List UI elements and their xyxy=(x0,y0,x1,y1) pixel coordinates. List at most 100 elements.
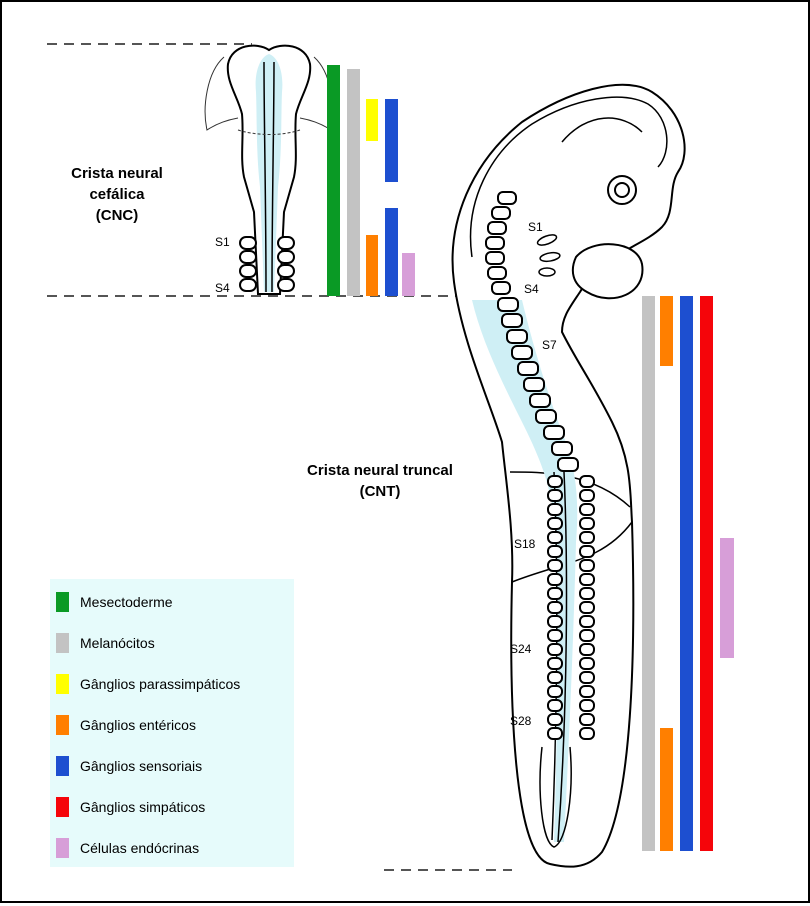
lens xyxy=(615,183,629,197)
somite xyxy=(488,267,506,279)
somite xyxy=(548,490,562,501)
somite xyxy=(580,546,594,557)
somite xyxy=(580,532,594,543)
somite xyxy=(240,237,256,249)
somite xyxy=(240,279,256,291)
somite xyxy=(548,602,562,613)
somite xyxy=(548,630,562,641)
somite xyxy=(580,658,594,669)
somite-label-s18: S18 xyxy=(514,537,536,551)
legend-label: Gânglios parassimpáticos xyxy=(80,676,240,692)
legend-swatch xyxy=(56,633,69,653)
bar-sensory-cephalic-upper xyxy=(385,99,398,182)
bar-melanocytes-cephalic xyxy=(347,69,360,296)
somite xyxy=(507,330,527,343)
bar-enteric-trunk-lower xyxy=(660,728,673,851)
somite xyxy=(558,458,578,471)
cnc-label-line3: (CNC) xyxy=(96,207,139,224)
somite xyxy=(278,237,294,249)
somite xyxy=(580,672,594,683)
somite xyxy=(548,588,562,599)
somite xyxy=(580,504,594,515)
somite xyxy=(548,560,562,571)
somite xyxy=(536,410,556,423)
legend-label: Gânglios sensoriais xyxy=(80,758,202,774)
somite xyxy=(518,362,538,375)
legend-swatch xyxy=(56,797,69,817)
cnt-label-line2: (CNT) xyxy=(360,483,401,500)
somite xyxy=(530,394,550,407)
somite xyxy=(492,282,510,294)
bar-enteric-cephalic xyxy=(366,235,378,296)
somite xyxy=(278,251,294,263)
arch xyxy=(539,268,555,276)
legend-label: Mesectoderme xyxy=(80,594,173,610)
somite xyxy=(580,588,594,599)
legend-swatch xyxy=(56,592,69,612)
somite xyxy=(240,265,256,277)
somite xyxy=(548,672,562,683)
legend-swatch xyxy=(56,756,69,776)
bar-enteric-trunk-upper xyxy=(660,296,673,366)
somite xyxy=(548,574,562,585)
bar-sympathetic-trunk xyxy=(700,296,713,851)
somite-label-s24: S24 xyxy=(510,642,532,656)
bar-mesectoderm xyxy=(327,65,340,296)
legend-label: Células endócrinas xyxy=(80,840,199,856)
heart-bulge xyxy=(573,244,643,298)
somite-label-s28: S28 xyxy=(510,714,532,728)
somite xyxy=(548,686,562,697)
somite xyxy=(524,378,544,391)
somite xyxy=(486,252,504,264)
somite xyxy=(548,728,562,739)
somite xyxy=(278,265,294,277)
somite xyxy=(580,560,594,571)
somite xyxy=(580,574,594,585)
somite-label-s7: S7 xyxy=(542,338,557,352)
bar-endocrine-cephalic xyxy=(402,253,415,296)
cephalic-dorsal-view: S1 S4 xyxy=(205,46,333,295)
somite xyxy=(548,658,562,669)
somite xyxy=(548,644,562,655)
somite xyxy=(580,700,594,711)
cephalic-fate-bars xyxy=(327,65,415,296)
bar-sensory-trunk xyxy=(680,296,693,851)
somite xyxy=(548,518,562,529)
somite xyxy=(548,700,562,711)
legend-swatch xyxy=(56,715,69,735)
somite xyxy=(580,518,594,529)
somite xyxy=(498,192,516,204)
somite xyxy=(580,616,594,627)
somite xyxy=(544,426,564,439)
legend-label: Gânglios simpáticos xyxy=(80,799,205,815)
somite xyxy=(580,476,594,487)
somite xyxy=(580,728,594,739)
cnc-label-line1: Crista neural xyxy=(71,165,163,182)
somite xyxy=(548,504,562,515)
somite xyxy=(548,476,562,487)
cnc-label-line2: cefálica xyxy=(89,186,145,203)
somite xyxy=(548,532,562,543)
somite xyxy=(580,630,594,641)
bar-parasympathetic xyxy=(366,99,378,141)
legend-swatch xyxy=(56,838,69,858)
somite xyxy=(580,602,594,613)
somite xyxy=(580,714,594,725)
legend-label: Melanócitos xyxy=(80,635,155,651)
cnt-label-line1: Crista neural truncal xyxy=(307,462,453,479)
somite xyxy=(552,442,572,455)
somite-label-s1-right: S1 xyxy=(528,220,543,234)
somite xyxy=(548,546,562,557)
somite-label-s4-right: S4 xyxy=(524,282,539,296)
bar-sensory-cephalic-lower xyxy=(385,208,398,296)
somite xyxy=(278,279,294,291)
somite xyxy=(240,251,256,263)
somite xyxy=(580,686,594,697)
legend-swatch xyxy=(56,674,69,694)
somite xyxy=(580,490,594,501)
bar-endocrine-trunk xyxy=(720,538,734,658)
somite xyxy=(512,346,532,359)
